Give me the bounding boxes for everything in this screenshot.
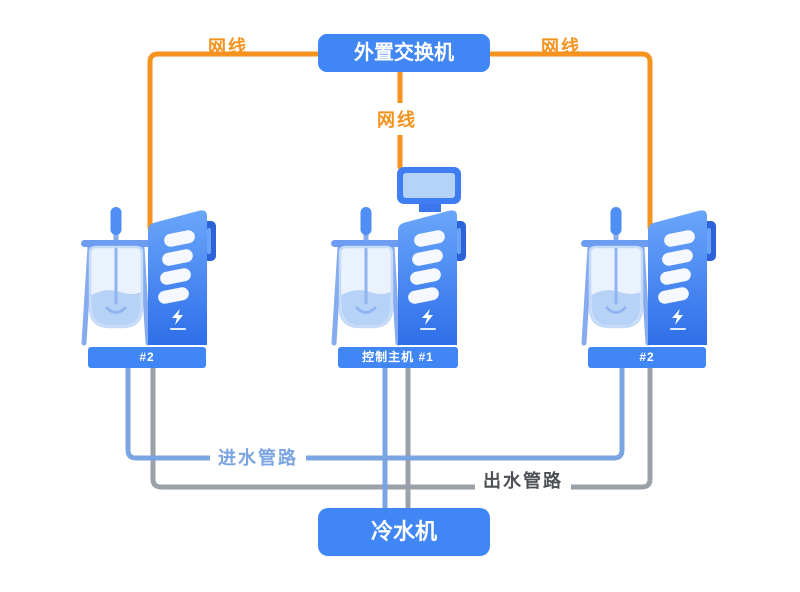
chiller-box: 冷水机 (318, 508, 490, 556)
control-display (397, 167, 461, 212)
reactor-right (581, 207, 716, 345)
cable-label-left: 网线 (208, 37, 248, 57)
cable-label-center: 网线 (371, 103, 423, 135)
outlet-pipe (150, 365, 653, 515)
outlet-pipe-label: 出水管路 (475, 464, 571, 496)
network-cable-left (147, 51, 321, 231)
reactor-left (81, 207, 216, 345)
machine-label-right: #2 (588, 347, 706, 368)
inlet-pipe (125, 365, 625, 515)
network-cable-right (487, 51, 653, 231)
machine-label-center: 控制主机 #1 (338, 347, 458, 368)
reactor-center (331, 207, 466, 345)
inlet-pipe-label: 进水管路 (210, 441, 306, 473)
switch-box: 外置交换机 (318, 34, 490, 72)
machine-label-left: #2 (88, 347, 206, 368)
cable-label-right: 网线 (541, 37, 581, 57)
